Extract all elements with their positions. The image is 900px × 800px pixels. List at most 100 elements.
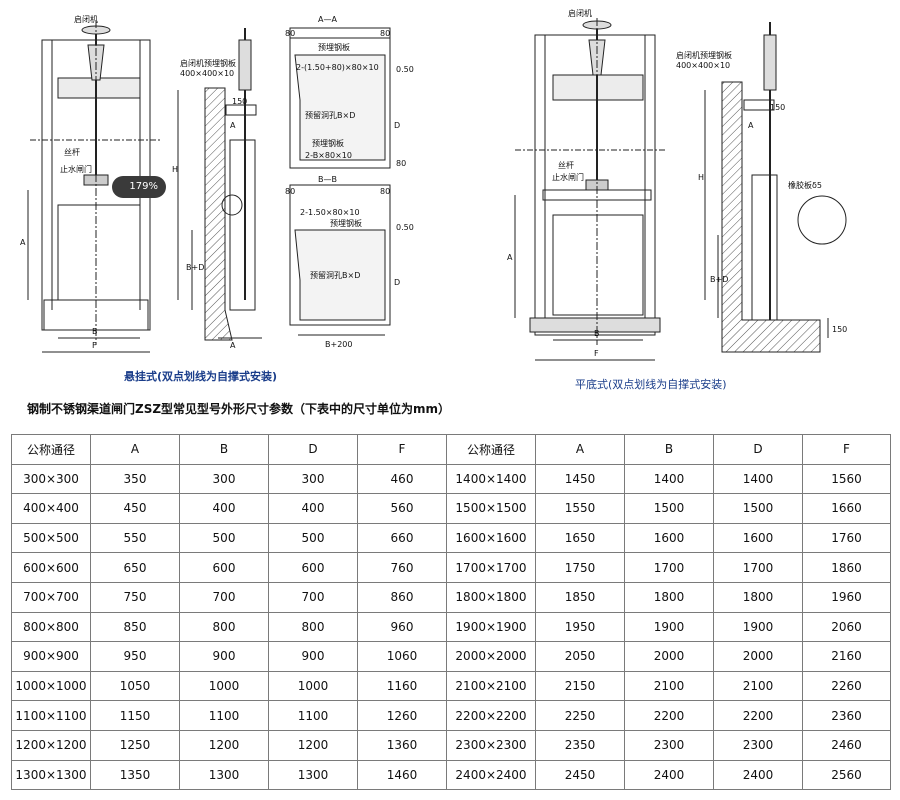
right-side-view	[704, 22, 847, 353]
table-cell: 2400	[624, 759, 714, 791]
table-cell: 2100	[624, 670, 714, 702]
label-dim-BD-right: B+D	[710, 275, 728, 284]
table-cell: 1500×1500	[446, 493, 536, 524]
table-header-cell: D	[713, 434, 803, 465]
label-dim-D2: D	[394, 278, 400, 287]
label-150-right: 150	[770, 103, 785, 112]
table-cell: 2300	[624, 729, 714, 761]
table-cell: 1900×1900	[446, 611, 536, 643]
label-dim-A-right: A	[507, 253, 513, 262]
table-cell: 1800×1800	[446, 581, 536, 613]
table-cell: 1360	[357, 729, 447, 761]
table-cell: 2000×2000	[446, 641, 536, 672]
table-cell: 2200	[624, 700, 714, 731]
label-dim-A2-left: A	[230, 121, 236, 130]
table-cell: 2200	[713, 700, 803, 731]
label-dim-F-left: F	[92, 341, 97, 350]
table-cell: 1200	[268, 729, 358, 761]
table-cell: 2150	[535, 670, 625, 702]
label-dim-80a: 80	[285, 29, 295, 38]
table-cell: 1100×1100	[11, 700, 91, 731]
table-header-cell: B	[179, 434, 269, 465]
table-cell: 1050	[90, 670, 180, 702]
table-cell: 860	[357, 581, 447, 613]
table-header-cell: A	[535, 434, 625, 465]
table-cell: 1700	[713, 552, 803, 583]
table-cell: 1450	[535, 463, 625, 495]
table-header-cell: D	[268, 434, 358, 465]
label-dim-A2-right: A	[748, 121, 754, 130]
table-cell: 600×600	[11, 552, 91, 583]
table-cell: 2200×2200	[446, 700, 536, 731]
table-cell: 2260	[802, 670, 891, 702]
table-cell: 1350	[90, 759, 180, 791]
table-cell: 2100×2100	[446, 670, 536, 702]
table-cell: 750	[90, 581, 180, 613]
table-header-cell: F	[802, 434, 891, 465]
table-cell: 850	[90, 611, 180, 643]
table-cell: 1800	[713, 581, 803, 613]
label-dim-B200: B+200	[325, 340, 352, 349]
table-cell: 800	[179, 611, 269, 643]
table-cell: 1500	[713, 493, 803, 524]
label-dim-A3-left: A	[230, 341, 236, 350]
table-cell: 560	[357, 493, 447, 524]
left-front-view	[27, 20, 162, 353]
label-rubber: 橡胶板δ5	[788, 180, 822, 190]
label-gate-left: 止水闸门	[60, 164, 92, 174]
label-dim-80b: 80	[380, 29, 390, 38]
label-embed-plate-2: 预埋钢板	[312, 138, 344, 148]
table-cell: 1900	[713, 611, 803, 643]
table-cell: 1800	[624, 581, 714, 613]
table-cell: 2300	[713, 729, 803, 761]
label-screw-left: 丝杆	[64, 147, 80, 157]
label-dim-050b: 0.50	[396, 223, 414, 232]
table-cell: 1600	[713, 522, 803, 554]
label-dim-B-right: B	[594, 329, 600, 338]
label-hole-aa: 预留洞孔B×D	[305, 110, 355, 120]
table-cell: 1400	[624, 463, 714, 495]
table-cell: 1600×1600	[446, 522, 536, 554]
table-cell: 300	[268, 463, 358, 495]
table-cell: 1160	[357, 670, 447, 702]
table-cell: 1200×1200	[11, 729, 91, 761]
table-cell: 900	[179, 641, 269, 672]
table-cell: 1150	[90, 700, 180, 731]
table-cell: 2450	[535, 759, 625, 791]
label-gate-right: 止水闸门	[552, 172, 584, 182]
table-cell: 1100	[179, 700, 269, 731]
table-cell: 2360	[802, 700, 891, 731]
table-cell: 760	[357, 552, 447, 583]
label-spec-3: 2-1.50×80×10	[300, 208, 360, 217]
table-cell: 1300×1300	[11, 759, 91, 791]
gate-drawing-svg: 启闭机 启闭机预埋钢板 400×400×10 150 丝杆 止水闸门 A—A B…	[20, 8, 847, 391]
label-spec-2: 2-B×80×10	[305, 151, 352, 160]
table-cell: 1200	[179, 729, 269, 761]
label-dim-B-left: B	[92, 327, 98, 336]
label-dim-BD-left: B+D	[186, 263, 204, 272]
table-cell: 1760	[802, 522, 891, 554]
table-cell: 2050	[535, 641, 625, 672]
table-cell: 800×800	[11, 611, 91, 643]
table-cell: 1560	[802, 463, 891, 495]
table-cell: 600	[268, 552, 358, 583]
table-header-cell: A	[90, 434, 180, 465]
table-header-cell: F	[357, 434, 447, 465]
section-aa	[289, 27, 391, 169]
table-cell: 660	[357, 522, 447, 554]
table-cell: 1300	[179, 759, 269, 791]
label-embed-plate-3: 预埋钢板	[330, 218, 362, 228]
label-hoist-right: 启闭机	[568, 8, 592, 18]
label-dim-A-left: A	[20, 238, 26, 247]
table-cell: 1400×1400	[446, 463, 536, 495]
table-cell: 2100	[713, 670, 803, 702]
table-cell: 1000×1000	[11, 670, 91, 702]
zoom-badge[interactable]: 179%	[112, 176, 166, 198]
